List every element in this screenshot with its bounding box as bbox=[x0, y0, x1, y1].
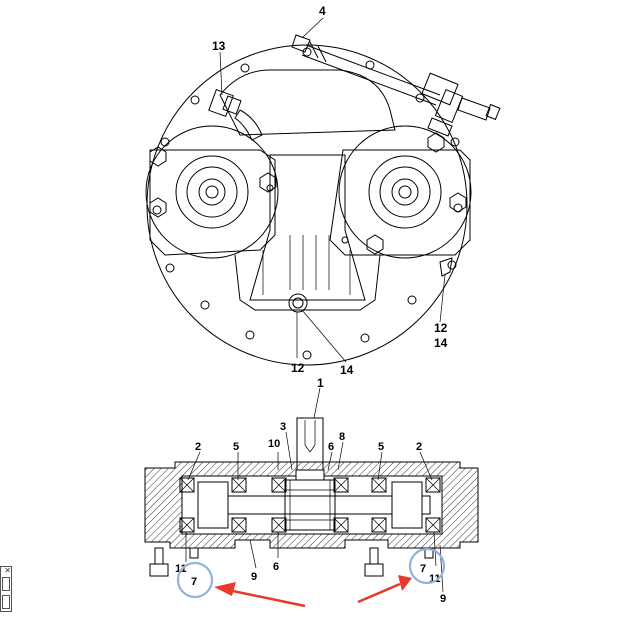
widget-cell-top[interactable] bbox=[2, 577, 10, 591]
hex-bolts bbox=[149, 132, 467, 255]
callout-9-left: 9 bbox=[251, 571, 257, 583]
callout-6-top: 6 bbox=[328, 441, 334, 453]
callout-7-right: 7 bbox=[420, 563, 426, 575]
callout-12-right: 12 bbox=[434, 321, 448, 335]
callout-11-right: 11 bbox=[429, 573, 441, 585]
callout-1: 1 bbox=[317, 376, 324, 390]
section-view-leaders bbox=[185, 387, 444, 593]
red-arrow-left bbox=[214, 582, 306, 608]
left-motor-bore bbox=[175, 155, 249, 229]
top-view-callouts: 4 13 12 14 12 14 bbox=[212, 4, 448, 377]
red-arrow-right bbox=[357, 575, 412, 604]
top-view-leaders bbox=[219, 17, 446, 363]
sensor-part-13 bbox=[208, 88, 263, 141]
callout-13: 13 bbox=[212, 39, 226, 53]
tube-fitting-part-4 bbox=[291, 34, 501, 137]
callout-4: 4 bbox=[319, 4, 326, 18]
callout-6-bottom: 6 bbox=[273, 561, 279, 573]
highlight-circle-left bbox=[176, 561, 214, 599]
callout-7-left: 7 bbox=[191, 576, 197, 588]
callout-12-center: 12 bbox=[291, 361, 305, 375]
callout-5-left: 5 bbox=[233, 441, 239, 453]
callout-14-center: 14 bbox=[340, 363, 354, 377]
bearings bbox=[179, 477, 441, 533]
callout-2-left: 2 bbox=[195, 441, 201, 453]
widget-cell-bottom[interactable] bbox=[2, 595, 10, 609]
bottom-studs bbox=[149, 547, 434, 577]
right-motor-bore bbox=[368, 155, 442, 229]
perimeter-bolt-holes bbox=[152, 47, 463, 360]
callout-9-right: 9 bbox=[440, 593, 446, 605]
callout-3: 3 bbox=[280, 421, 286, 433]
annotation-highlights bbox=[176, 547, 446, 608]
top-view-housing bbox=[145, 44, 472, 366]
callout-10: 10 bbox=[268, 438, 280, 450]
side-plug-part-12-14 bbox=[439, 257, 453, 277]
close-icon[interactable]: ✕ bbox=[4, 566, 11, 575]
callout-8: 8 bbox=[339, 431, 345, 443]
side-widget[interactable]: ✕ bbox=[0, 566, 12, 612]
section-view-housing bbox=[144, 417, 479, 549]
callout-2-right: 2 bbox=[416, 441, 422, 453]
highlight-circle-right bbox=[408, 547, 446, 585]
callout-5-right: 5 bbox=[378, 441, 384, 453]
center-plug bbox=[288, 293, 308, 313]
callout-14-right: 14 bbox=[434, 336, 448, 350]
